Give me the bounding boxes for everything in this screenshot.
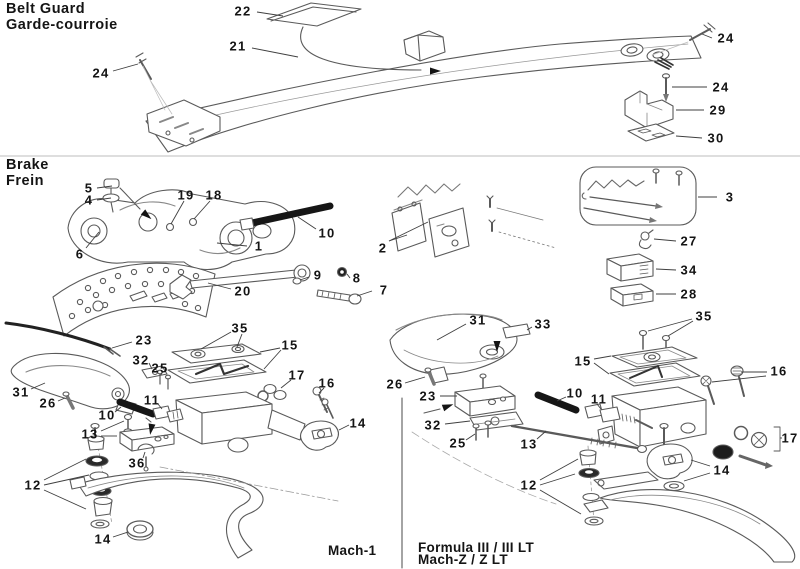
brake-caliper-drawing	[67, 178, 334, 271]
model-label-formula: Formula III / III LT Mach-Z / Z LT	[418, 540, 535, 567]
reservoir-cover-15-left	[171, 343, 262, 364]
clamp-36	[137, 443, 155, 472]
routing-curve	[300, 26, 422, 71]
cover-screws-35-right	[638, 329, 671, 353]
pad-pin-lower	[488, 219, 557, 249]
brake-hose-left	[116, 398, 157, 418]
parking-lever-31	[10, 352, 137, 415]
diaphragm-gasket-right	[609, 362, 701, 387]
clip-27	[638, 229, 654, 250]
pad-spring	[397, 183, 461, 198]
pivot-nut-14-left	[126, 520, 154, 541]
brake-hose	[248, 202, 334, 227]
pin-left	[135, 52, 173, 115]
cable-rod-23	[4, 321, 112, 351]
kit-box	[579, 166, 697, 226]
model-label-formula-line2: Mach-Z / Z LT	[418, 551, 508, 567]
pivot-stack-12-right	[578, 445, 659, 526]
belt-guard-right-end	[620, 43, 674, 70]
pad-pin-upper	[486, 195, 544, 221]
pin-26-right	[424, 367, 436, 386]
belt-guard-ridge-line	[159, 43, 689, 129]
model-label-formula-line1: Formula III / III LT	[418, 540, 535, 555]
master-cylinder-right-drawing	[389, 313, 796, 563]
assembly-axis-right	[411, 431, 557, 505]
kit-spring	[587, 179, 645, 191]
brake-pad-inner	[428, 207, 470, 258]
reservoir-cap-5	[103, 178, 120, 189]
belt-guard-section-title: Belt Guard Garde-courroie	[6, 1, 118, 33]
master-cylinder-left-drawing	[4, 321, 339, 559]
handle-grip-lines	[403, 34, 444, 62]
pin-top-right	[651, 22, 716, 56]
wrench-20	[169, 274, 193, 300]
arrow-tail-left	[145, 417, 152, 423]
kit-pins	[583, 196, 663, 223]
pad-33	[502, 323, 531, 339]
pivot-stack-12-left	[85, 422, 113, 529]
assembly-axis-left	[159, 466, 339, 502]
washer-9	[292, 277, 302, 285]
brake-title-en: Brake	[6, 157, 49, 173]
nut-4	[102, 193, 120, 203]
screws-25-left	[156, 369, 172, 390]
arrow-tail-right	[423, 408, 441, 414]
hinge-bracket-left	[146, 99, 221, 147]
clevis-14-right	[646, 443, 693, 492]
cap-pointer-line	[119, 187, 141, 210]
screw-above-23-right	[479, 373, 487, 391]
belt-guard-panel	[145, 35, 702, 153]
hose-fittings-11-right	[584, 403, 653, 429]
belt-guard-drawing	[135, 2, 716, 153]
base-plate	[627, 123, 675, 142]
belt-guard-title-en: Belt Guard	[6, 1, 86, 17]
brake-lever-right	[599, 489, 796, 563]
clamp-block-23-right	[454, 385, 516, 417]
deflector-plate	[266, 2, 362, 27]
service-kit-drawing	[579, 166, 697, 226]
brake-disc-drawing	[52, 262, 216, 337]
kit-screws	[652, 168, 683, 186]
bleeder-19	[165, 222, 175, 232]
clamp-block-13-left	[119, 426, 175, 452]
connector-34	[606, 253, 654, 282]
brake-title-fr: Frein	[6, 172, 44, 189]
lever-housing-31-right	[389, 313, 518, 384]
diaphragm-gasket-left	[167, 359, 267, 384]
piston-kit-17-left	[257, 383, 287, 402]
reservoir-body-left	[175, 391, 306, 453]
pin-26-left	[62, 391, 75, 410]
dark-fitting	[654, 57, 674, 70]
screws-25-right	[472, 420, 492, 441]
brake-pads-drawing	[391, 183, 557, 258]
piston-kit-17-right	[712, 425, 781, 469]
brake-hose-right	[534, 391, 580, 414]
bolt-7	[316, 289, 362, 305]
pin-right	[661, 73, 671, 102]
bolts-16-right	[700, 365, 745, 405]
support-bracket	[624, 90, 674, 129]
clevis-14-left	[299, 420, 339, 451]
model-label-mach1: Mach-1	[328, 543, 377, 558]
deflector-plate-edge	[270, 6, 357, 22]
hose-banjo	[239, 217, 255, 231]
hose-rod-13-right	[510, 424, 648, 454]
bolts-16-left	[312, 386, 334, 419]
bracket-32-left	[141, 365, 168, 379]
brake-section-title: Brake Frein	[6, 157, 49, 189]
reservoir-cover-15-right	[611, 346, 698, 368]
reservoir-body-right	[597, 386, 707, 448]
fitting-18	[188, 217, 198, 227]
brake-pad-outer	[391, 202, 427, 252]
hose-fittings-11-left	[152, 405, 184, 423]
connector-28	[610, 283, 654, 307]
belt-guard-title-fr: Garde-courroie	[6, 16, 118, 33]
